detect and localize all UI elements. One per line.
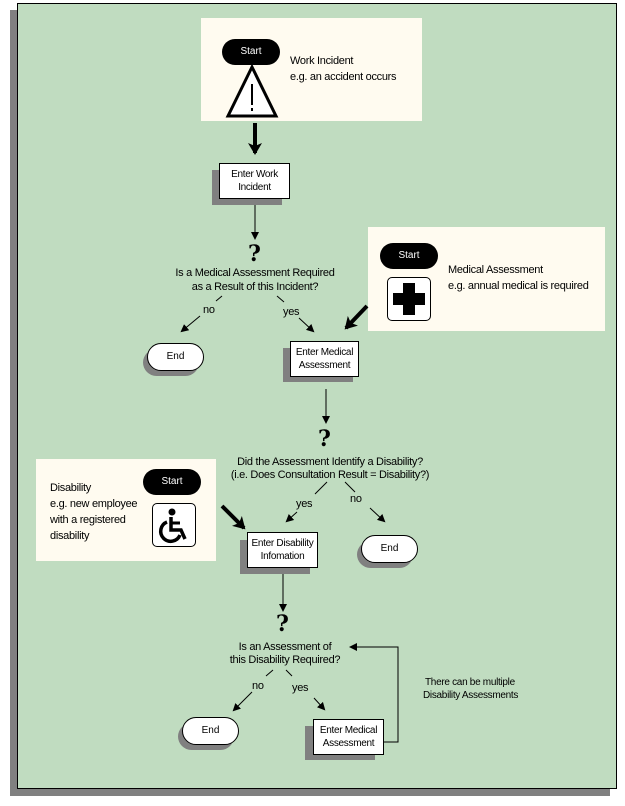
- note-line-2: Disability Assessments: [423, 690, 519, 701]
- start-terminator-work-incident: Start: [222, 39, 280, 65]
- decision-3-yes-label: yes: [292, 682, 309, 694]
- end-terminator-2: End: [361, 535, 418, 563]
- decision-3-question-line-1: Is an Assessment of: [238, 641, 332, 653]
- enter-medical-assessment-1-line-1: Enter Medical: [295, 347, 354, 358]
- start-terminator-disability: Start: [143, 469, 201, 495]
- enter-medical-assessment-1-line-2: Assessment: [298, 360, 351, 371]
- decision-1-question-line-1: Is a Medical Assessment Required: [175, 267, 335, 279]
- disability-title: Disability: [50, 482, 92, 494]
- end-terminator-1: End: [147, 343, 204, 371]
- enter-disability-information-line-1: Enter Disability: [251, 538, 314, 549]
- work-incident-description: e.g. an accident occurs: [290, 71, 397, 83]
- end-terminator-3: End: [182, 717, 239, 745]
- disability-description-line-3: disability: [50, 530, 90, 542]
- medical-cross-icon-box: [387, 277, 431, 321]
- disability-description-line-2: with a registered: [50, 514, 126, 526]
- enter-disability-information-line-2: Infomation: [260, 551, 305, 562]
- enter-medical-assessment-2-line-2: Assessment: [322, 738, 375, 749]
- decision-2-no-label: no: [350, 493, 362, 505]
- decision-2-yes-label: yes: [296, 498, 313, 510]
- start-terminator-medical: Start: [380, 243, 438, 269]
- work-incident-title: Work Incident: [290, 55, 354, 67]
- wheelchair-icon: [159, 508, 187, 543]
- decision-3-question-icon: ?: [276, 611, 289, 637]
- decision-2-question-line-2: (i.e. Does Consultation Result = Disabil…: [230, 469, 430, 481]
- decision-2-question-line-1: Did the Assessment Identify a Disability…: [237, 456, 423, 468]
- decision-1-question-icon: ?: [248, 241, 261, 267]
- diagram-frame: [17, 3, 617, 789]
- wheelchair-icon-box: [152, 503, 196, 547]
- decision-2-question-icon: ?: [318, 426, 331, 452]
- medical-assessment-title: Medical Assessment: [448, 264, 543, 276]
- enter-work-incident-line-1: Enter Work: [231, 169, 278, 180]
- medical-cross-icon: [393, 283, 425, 315]
- enter-medical-assessment-2-line-1: Enter Medical: [319, 725, 378, 736]
- decision-3-question-line-2: this Disability Required?: [229, 654, 341, 666]
- medical-assessment-description: e.g. annual medical is required: [448, 280, 589, 292]
- decision-1-no-label: no: [203, 304, 215, 316]
- enter-work-incident-line-2: Incident: [238, 182, 271, 193]
- decision-1-yes-label: yes: [283, 306, 300, 318]
- note-line-1: There can be multiple: [425, 677, 515, 688]
- decision-3-no-label: no: [252, 680, 264, 692]
- disability-description-line-1: e.g. new employee: [50, 498, 138, 510]
- decision-1-question-line-2: as a Result of this Incident?: [191, 281, 319, 293]
